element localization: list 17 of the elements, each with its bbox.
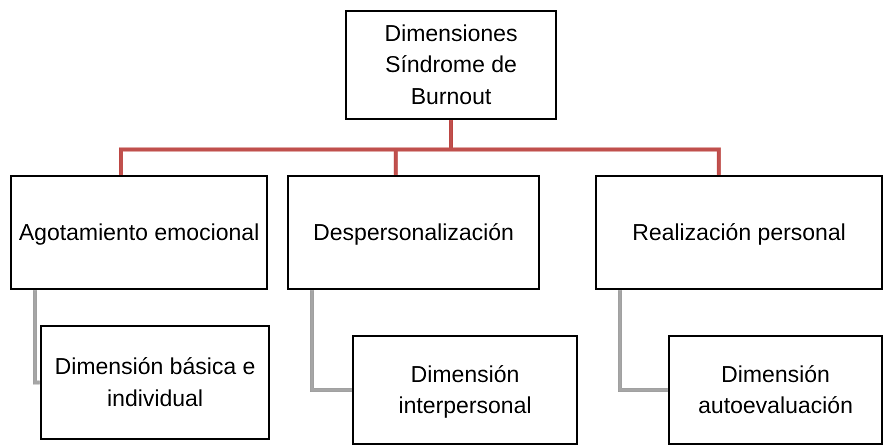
box-label: Dimensión autoevaluación <box>697 360 854 420</box>
category-box <box>668 335 883 445</box>
category-box <box>345 10 557 120</box>
category-box <box>40 325 270 440</box>
category-box <box>10 175 268 290</box>
box-label: Dimensión básica e individual <box>54 352 256 412</box>
connector-line <box>310 290 352 392</box>
box-label: Agotamiento emocional <box>18 218 260 247</box>
box-label: Dimensiones Síndrome de Burnout <box>384 19 518 111</box>
category-box <box>352 335 578 445</box>
box-label: Realización personal <box>631 218 847 247</box>
connector-line <box>33 290 40 384</box>
category-box <box>287 175 540 290</box>
box-label: Dimensión interpersonal <box>398 360 532 420</box>
category-box <box>595 175 883 290</box>
box-label: Despersonalización <box>312 218 515 247</box>
connector-line <box>618 290 668 392</box>
